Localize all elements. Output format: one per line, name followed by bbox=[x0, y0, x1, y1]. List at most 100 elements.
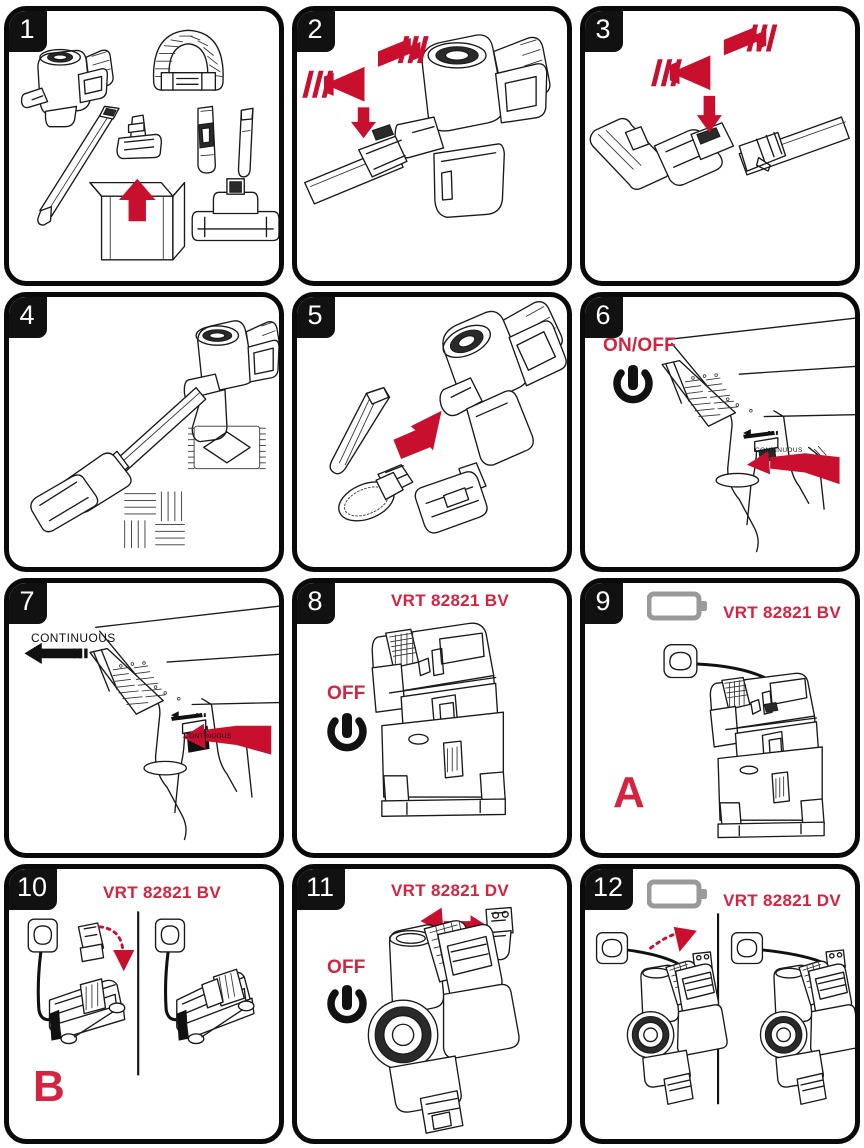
panel-continuous-mode-lock: 7 CONTINUOUS CONTINUOUS bbox=[4, 578, 284, 858]
power-cord-icon-2 bbox=[163, 951, 179, 1022]
panel-number-badge: 5 bbox=[297, 297, 335, 338]
panel-attach-tube-to-body: 2 bbox=[292, 6, 572, 286]
off-label: OFF bbox=[327, 957, 366, 978]
power-symbol-icon bbox=[327, 985, 367, 1024]
charging-base-icon-2 bbox=[176, 968, 255, 1045]
power-symbol-icon bbox=[327, 713, 367, 752]
red-left-arrow-icon bbox=[182, 723, 272, 755]
handle-closeup-icon bbox=[89, 605, 279, 841]
panel-number-badge: 7 bbox=[9, 583, 47, 624]
wall-socket-icon-2 bbox=[730, 931, 764, 965]
charging-base-icon bbox=[48, 978, 126, 1045]
model-label: VRT 82821 DV bbox=[391, 881, 509, 900]
panel-number-badge: 6 bbox=[585, 297, 623, 338]
wall-socket-icon bbox=[663, 644, 698, 679]
battery-charging-icon bbox=[647, 591, 707, 621]
floor-head-icon bbox=[589, 117, 735, 190]
red-curved-arrow-icon bbox=[98, 925, 135, 972]
panel-7-artwork bbox=[24, 605, 279, 841]
panel-attach-floor-head-to-tube: 3 bbox=[580, 6, 860, 286]
panel-10-artwork bbox=[27, 911, 255, 1076]
black-left-arrow-icon bbox=[24, 642, 88, 664]
model-label: VRT 82821 BV bbox=[103, 883, 221, 902]
brush-tool-icon bbox=[338, 464, 414, 522]
red-down-arrow-icon bbox=[350, 107, 377, 139]
panel-model-bv-charging-battery-alternative: 10 VRT 82821 BV B bbox=[4, 864, 284, 1144]
brush-tool-icon bbox=[237, 107, 254, 178]
panel-9-artwork bbox=[663, 644, 825, 839]
panel-4-artwork bbox=[30, 320, 279, 549]
red-right-arrow-icon bbox=[302, 66, 365, 102]
model-label: VRT 82821 BV bbox=[723, 603, 841, 622]
red-left-arrow-icon bbox=[746, 451, 840, 485]
hard-floor-parquet-icon bbox=[124, 491, 185, 549]
panel-number-badge: 10 bbox=[9, 869, 58, 910]
extension-tube-icon bbox=[37, 105, 120, 226]
wall-socket-icon bbox=[27, 918, 58, 953]
vacuum-on-dock-icon bbox=[371, 622, 506, 818]
panel-number-badge: 11 bbox=[297, 869, 345, 910]
wall-socket-icon bbox=[595, 931, 629, 965]
continuous-label: CONTINUOUS bbox=[31, 631, 116, 645]
vacuum-body-dv-icon-2 bbox=[759, 960, 855, 1105]
continuous-switch-label: CONTINUOUS bbox=[184, 733, 232, 740]
panel-number-badge: 12 bbox=[585, 869, 634, 910]
vacuum-on-dock-icon bbox=[709, 672, 825, 839]
panel-model-dv-power-off-remove-battery: 11 VRT 82821 DV OFF bbox=[292, 864, 572, 1144]
vacuum-body-dv-icon bbox=[626, 960, 728, 1105]
panel-12-artwork bbox=[595, 913, 855, 1105]
step-letter: B bbox=[33, 1062, 65, 1111]
continuous-switch-label: CONTINUOUS bbox=[755, 447, 803, 454]
box-icon bbox=[89, 181, 186, 261]
panel-number-badge: 8 bbox=[297, 583, 335, 624]
panel-number-badge: 9 bbox=[585, 583, 623, 624]
red-down-arrow-icon bbox=[696, 95, 722, 133]
vacuum-body-icon bbox=[394, 34, 551, 219]
floor-head-icon bbox=[191, 178, 279, 242]
panel-model-dv-charging: 12 VRT 82821 DV bbox=[580, 864, 860, 1144]
panel-model-bv-power-off-docking: 8 VRT 82821 BV OFF bbox=[292, 578, 572, 858]
red-up-arrow-icon bbox=[118, 178, 156, 222]
flexible-hose-icon bbox=[152, 29, 224, 91]
panel-number-badge: 4 bbox=[9, 297, 47, 338]
vacuum-body-dv-icon bbox=[367, 920, 520, 1134]
power-cord-icon bbox=[36, 951, 52, 1022]
onoff-label: ON/OFF bbox=[603, 335, 676, 356]
red-left-arrow-icon bbox=[723, 24, 778, 60]
vacuum-body-icon bbox=[20, 48, 114, 128]
panel-1-artwork bbox=[20, 29, 279, 261]
battery-pack-icon bbox=[77, 922, 105, 963]
handle-closeup-icon bbox=[661, 317, 855, 553]
extension-tube-icon bbox=[738, 116, 850, 176]
red-curved-arrow-icon bbox=[649, 926, 697, 952]
panel-8-artwork bbox=[371, 622, 506, 818]
panel-unboxing-contents: 1 bbox=[4, 6, 284, 286]
crevice-tool-icon bbox=[329, 386, 391, 475]
off-label: OFF bbox=[327, 683, 366, 704]
carpet-rug-icon bbox=[187, 425, 266, 470]
panel-attach-accessory-tools: 5 bbox=[292, 292, 572, 572]
panel-11-artwork bbox=[367, 906, 520, 1134]
red-diagonal-arrow-icon bbox=[393, 410, 442, 459]
panel-6-artwork bbox=[661, 317, 855, 553]
power-symbol-icon bbox=[613, 365, 653, 404]
step-letter: A bbox=[613, 768, 645, 817]
panel-power-on-off-trigger: 6 ON/OFF CONTINUOUS bbox=[580, 292, 860, 572]
extension-tube-icon bbox=[304, 124, 408, 205]
panel-2-artwork bbox=[302, 34, 551, 219]
panel-3-artwork bbox=[589, 24, 850, 190]
vacuum-body-icon bbox=[439, 301, 567, 466]
red-right-arrow-icon bbox=[651, 55, 711, 91]
assembled-vacuum-icon bbox=[30, 320, 279, 533]
panel-number-badge: 3 bbox=[585, 11, 623, 52]
battery-charging-icon bbox=[647, 879, 707, 909]
panel-model-bv-charging-on-dock: 9 VRT 82821 BV A bbox=[580, 578, 860, 858]
panel-number-badge: 1 bbox=[9, 11, 47, 52]
panel-5-artwork bbox=[329, 301, 567, 534]
red-left-arrow-icon bbox=[377, 36, 429, 71]
model-label: VRT 82821 DV bbox=[723, 891, 841, 910]
mini-turbo-brush-icon bbox=[414, 462, 488, 534]
panel-assembled-vacuum-floor-types: 4 bbox=[4, 292, 284, 572]
model-label: VRT 82821 BV bbox=[391, 591, 509, 610]
